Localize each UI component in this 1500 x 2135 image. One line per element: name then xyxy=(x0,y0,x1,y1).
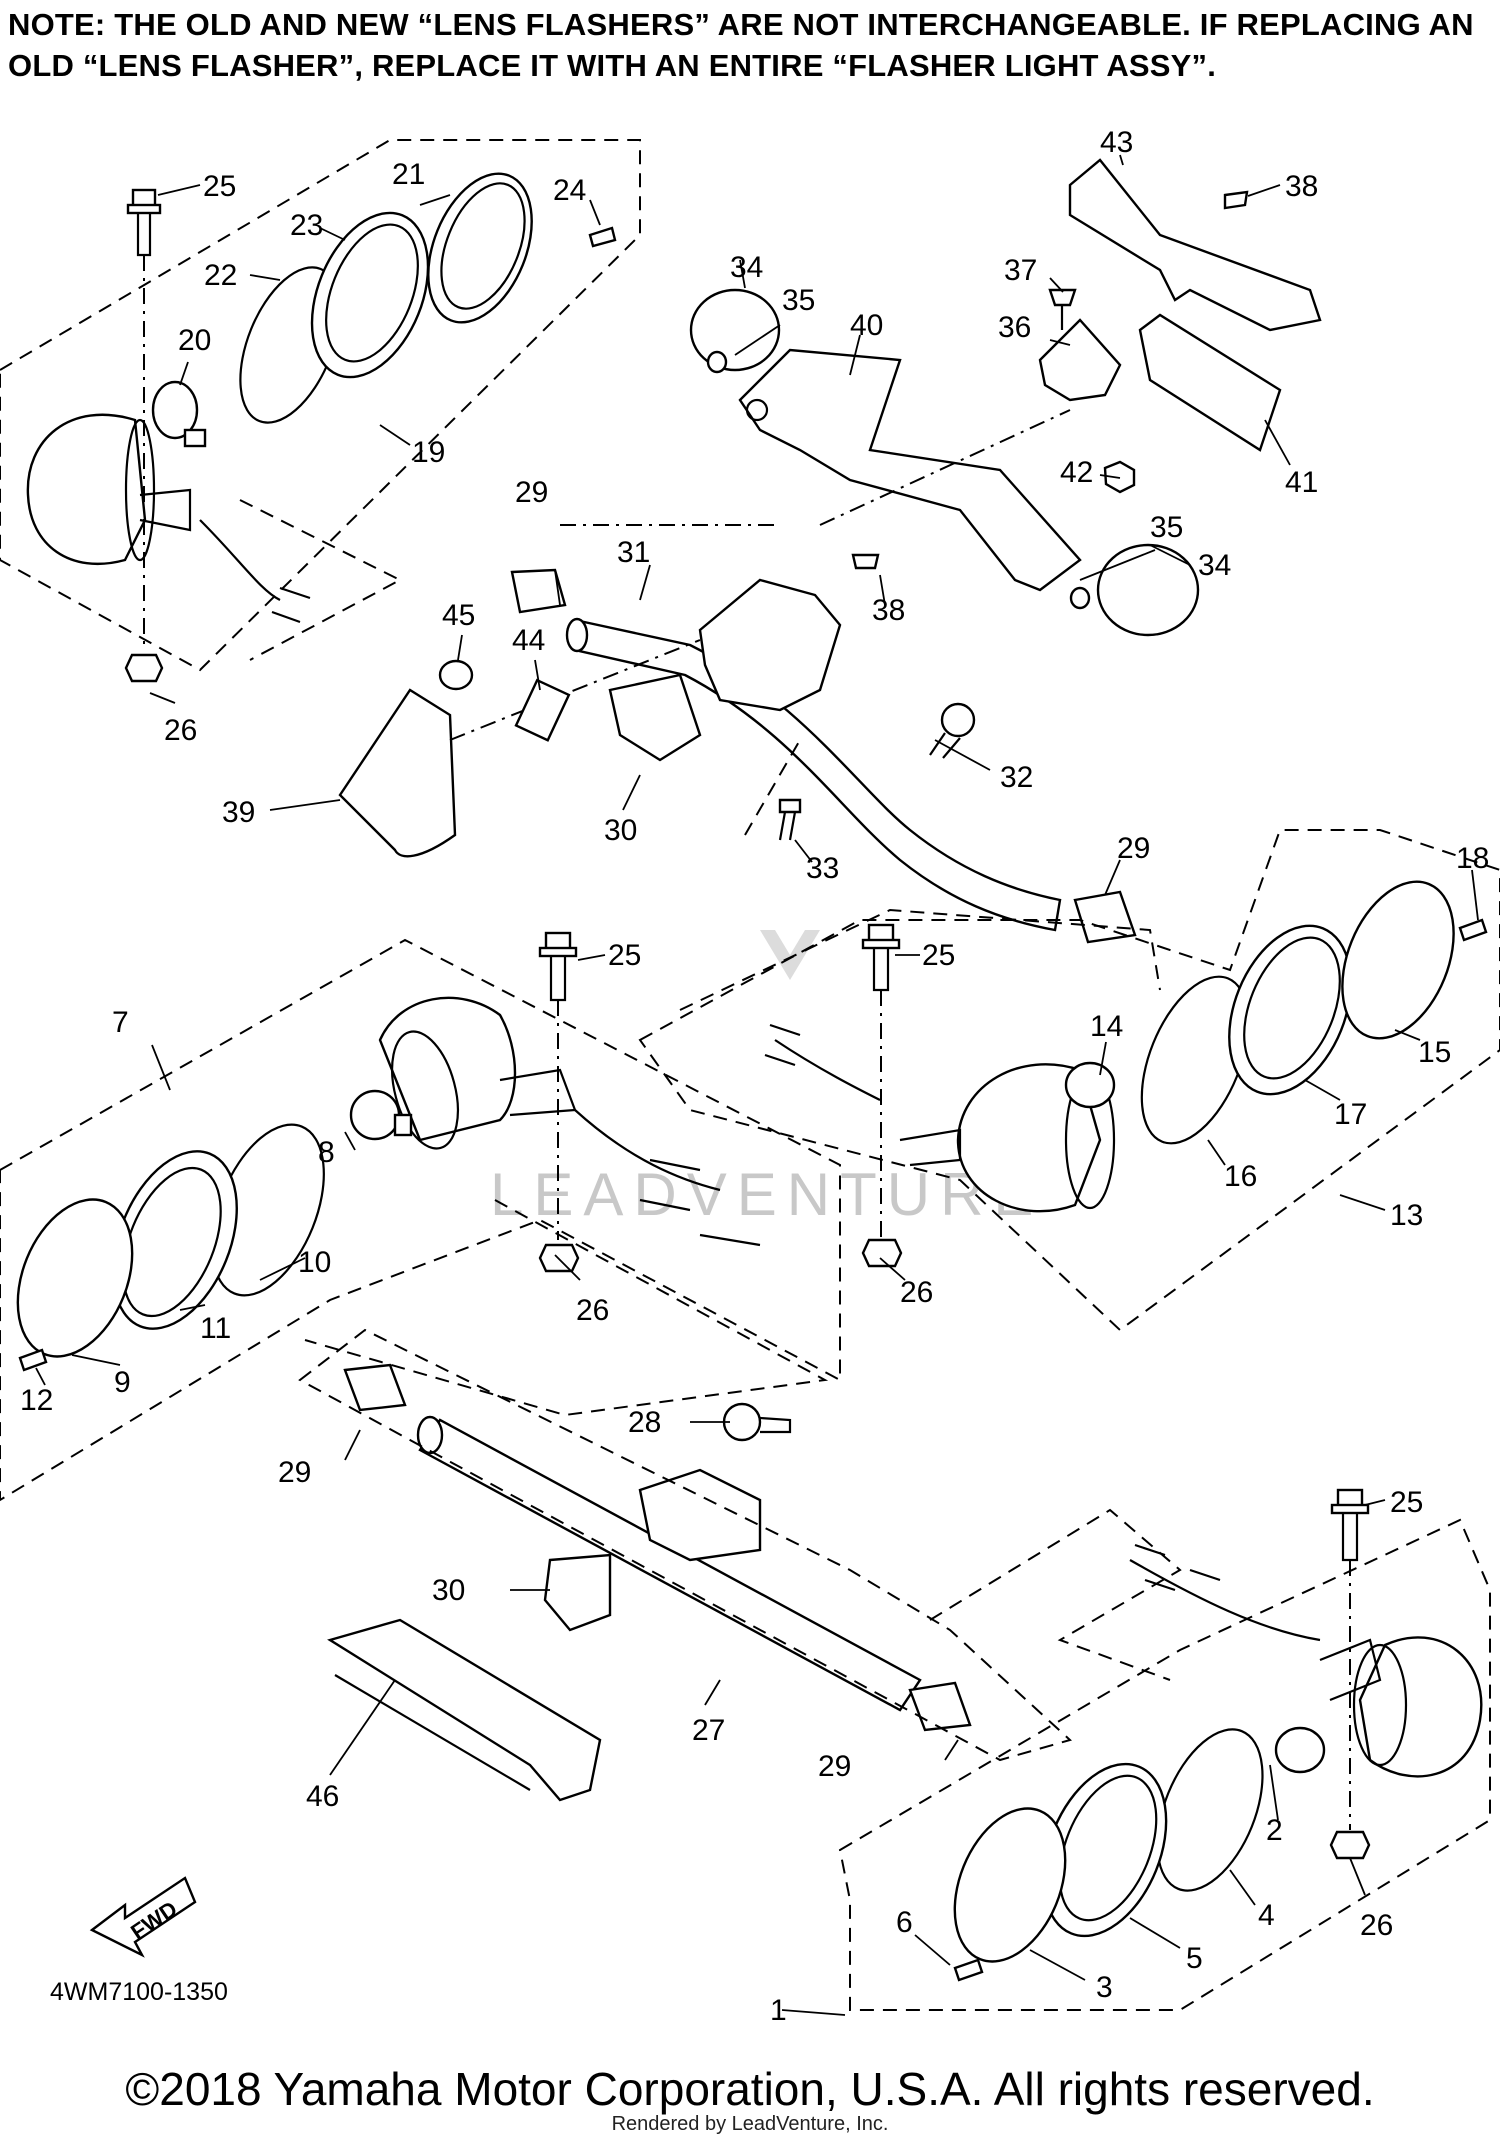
flasher-assy-left xyxy=(0,931,841,1502)
callout-26-right: 26 xyxy=(900,1276,933,1309)
callout-40: 40 xyxy=(850,309,883,342)
callout-10: 10 xyxy=(298,1246,331,1279)
callout-11: 11 xyxy=(200,1312,231,1345)
watermark-text: LEADVENTURE xyxy=(490,1161,1043,1228)
fwd-arrow: FWD xyxy=(89,1876,197,1958)
callout-30-lower: 30 xyxy=(432,1574,465,1607)
callout-13: 13 xyxy=(1390,1199,1423,1232)
callout-28: 28 xyxy=(628,1406,661,1439)
callout-9: 9 xyxy=(114,1366,131,1399)
callout-15: 15 xyxy=(1418,1036,1451,1069)
callout-26-left: 26 xyxy=(576,1294,609,1327)
callout-26-bottom: 26 xyxy=(1360,1909,1393,1942)
diagram-code: 4WM7100-1350 xyxy=(50,1978,228,2006)
callout-30: 30 xyxy=(604,814,637,847)
callout-2: 2 xyxy=(1266,1814,1283,1847)
callout-29: 29 xyxy=(515,476,548,509)
callout-34-lower: 34 xyxy=(1198,549,1231,582)
callout-25-left: 25 xyxy=(608,939,641,972)
callout-39: 39 xyxy=(222,796,255,829)
callout-3: 3 xyxy=(1096,1971,1113,2004)
callout-22: 22 xyxy=(204,259,237,292)
callout-36: 36 xyxy=(998,311,1031,344)
callout-6: 6 xyxy=(896,1906,913,1939)
callout-20: 20 xyxy=(178,324,211,357)
callout-7: 7 xyxy=(112,1006,129,1039)
callout-25-bottom: 25 xyxy=(1390,1486,1423,1519)
flasher-assy-right xyxy=(638,829,1500,1332)
callout-37: 37 xyxy=(1004,254,1037,287)
callout-26: 26 xyxy=(164,714,197,747)
callout-numbers: 1 2 3 4 5 6 7 8 9 10 11 12 13 14 15 16 1… xyxy=(20,126,1489,2027)
callout-23: 23 xyxy=(290,209,323,242)
callout-12: 12 xyxy=(20,1384,53,1417)
flasher-assy-top-left xyxy=(0,139,641,683)
callout-38-center: 38 xyxy=(872,594,905,627)
flasher-assy-bottom-right xyxy=(838,1488,1491,2011)
callout-34: 34 xyxy=(730,251,763,284)
callout-25-right: 25 xyxy=(922,939,955,972)
callout-19: 19 xyxy=(412,436,445,469)
callout-42: 42 xyxy=(1060,456,1093,489)
callout-14: 14 xyxy=(1090,1010,1123,1043)
copyright-text: ©2018 Yamaha Motor Corporation, U.S.A. A… xyxy=(125,2063,1375,2115)
callout-27: 27 xyxy=(692,1714,725,1747)
callout-8: 8 xyxy=(318,1136,335,1169)
callout-35-lower: 35 xyxy=(1150,511,1183,544)
callout-46: 46 xyxy=(306,1780,339,1813)
callout-32: 32 xyxy=(1000,761,1033,794)
callout-4: 4 xyxy=(1258,1899,1275,1932)
callout-29-left: 29 xyxy=(278,1456,311,1489)
callout-35: 35 xyxy=(782,284,815,317)
callout-16: 16 xyxy=(1224,1160,1257,1193)
rendered-by-text: Rendered by LeadVenture, Inc. xyxy=(611,2113,889,2135)
callout-18: 18 xyxy=(1456,842,1489,875)
callout-17: 17 xyxy=(1334,1098,1367,1131)
callout-25: 25 xyxy=(203,170,236,203)
callout-29-right: 29 xyxy=(1117,832,1150,865)
callout-45: 45 xyxy=(442,599,475,632)
callout-41: 41 xyxy=(1285,466,1318,499)
watermark: LEADVENTURE xyxy=(490,930,1043,1228)
callout-43: 43 xyxy=(1100,126,1133,159)
callout-44: 44 xyxy=(512,624,545,657)
center-bar-assembly xyxy=(338,158,1322,944)
callout-1: 1 xyxy=(770,1994,787,2027)
callout-38: 38 xyxy=(1285,170,1318,203)
lower-bar-assembly xyxy=(298,1328,1072,1802)
note-text: NOTE: THE OLD AND NEW “LENS FLASHERS” AR… xyxy=(8,7,1474,83)
leader-lines xyxy=(35,154,1479,2016)
callout-33: 33 xyxy=(806,852,839,885)
callout-31: 31 xyxy=(617,536,650,569)
callout-21: 21 xyxy=(392,158,425,191)
callout-5: 5 xyxy=(1186,1942,1203,1975)
callout-24: 24 xyxy=(553,174,586,207)
callout-29-lower: 29 xyxy=(818,1750,851,1783)
